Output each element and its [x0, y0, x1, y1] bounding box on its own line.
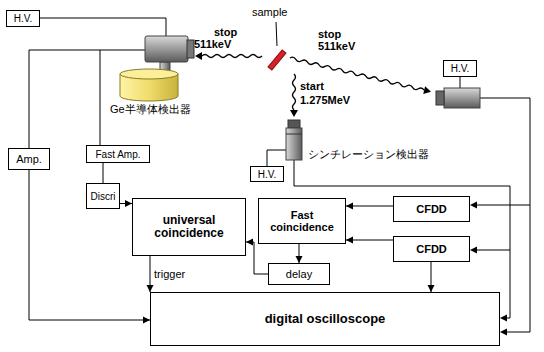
signal-connector: [120, 200, 132, 207]
wires: [29, 18, 530, 332]
box-label: H.V.: [258, 169, 277, 180]
gamma-ray: [290, 74, 298, 117]
ge-fast-wire: [100, 50, 101, 145]
wave: [290, 57, 425, 92]
box-label: Amp.: [16, 153, 42, 165]
detector-body: [444, 88, 480, 108]
gamma-ray: [289, 54, 432, 96]
connector-line: [346, 206, 393, 207]
arrowhead: [195, 52, 202, 60]
box-label: H.V.: [451, 63, 470, 74]
edge-label: trigger: [154, 268, 185, 281]
arrowhead: [143, 317, 150, 324]
wave: [202, 55, 262, 58]
signal-connector: [296, 244, 303, 263]
annotation-label: sample: [252, 6, 287, 19]
scint-branch-wire: [476, 250, 510, 251]
amplifier-box: Fast Amp.: [86, 145, 150, 163]
box-label: delay: [286, 268, 312, 280]
signal-connector: [346, 237, 393, 244]
connector-line: [346, 240, 393, 241]
ge-detector: [120, 36, 194, 101]
leader-line: [276, 22, 277, 46]
arrowhead: [246, 239, 253, 246]
box-label: universal coincidence: [133, 214, 245, 240]
ge-window: [187, 40, 194, 58]
wave: [293, 74, 296, 110]
arrowhead: [428, 285, 435, 292]
box-label: digital oscilloscope: [265, 312, 386, 326]
signal-connector: [428, 262, 435, 292]
arrowhead: [346, 203, 353, 210]
annotation-label: 1.275MeV: [300, 94, 350, 107]
hv-wire: [40, 18, 166, 36]
sample-plate: [268, 50, 286, 70]
amplifier-box: Amp.: [8, 148, 50, 170]
arrowhead: [470, 247, 477, 254]
arrowhead: [500, 329, 507, 336]
annotation-label: シンチレーション検出器: [308, 148, 429, 161]
annotation-label: Ge半導体検出器: [110, 103, 191, 116]
arrowhead: [423, 86, 432, 95]
arrowhead: [470, 202, 477, 209]
power-supply-box: H.V.: [250, 166, 284, 182]
annotation-label: stop: [318, 28, 341, 41]
annotation-label: 511keV: [194, 38, 231, 51]
connector-line: [246, 242, 268, 274]
cfdd-box: CFDD: [393, 196, 470, 222]
connector-line: [103, 163, 104, 183]
box-label: Fast Amp.: [95, 149, 140, 160]
coincidence-box: Fast coincidence: [258, 198, 346, 244]
annotation-label: start: [300, 80, 324, 93]
arrowhead: [296, 256, 303, 263]
signal-connector: [147, 256, 154, 292]
delay-box: delay: [268, 263, 330, 285]
scintillation-detector: [436, 88, 480, 108]
ge-head: [145, 36, 188, 62]
arrowhead: [500, 315, 507, 322]
scintillation-detector: [286, 120, 302, 160]
hv-wire: [267, 150, 286, 166]
scint-branch-wire: [476, 205, 530, 206]
detector-face: [436, 91, 444, 105]
detector-band: [286, 134, 302, 135]
box-label: Fast coincidence: [259, 209, 345, 233]
signal-connector: [103, 163, 104, 183]
annotation-label: 511keV: [318, 40, 355, 53]
arrowhead: [125, 200, 132, 207]
oscilloscope-box: digital oscilloscope: [150, 292, 500, 346]
box-label: H.V.: [14, 13, 33, 24]
arrowhead: [290, 110, 298, 117]
power-supply-box: H.V.: [6, 10, 40, 27]
hv-wire: [460, 77, 461, 88]
power-supply-box: H.V.: [443, 60, 477, 77]
discriminator-box: Discri: [86, 183, 120, 209]
signal-connector: [346, 203, 393, 210]
ge-dewar-top: [120, 69, 178, 79]
gamma-ray: [195, 52, 262, 60]
arrowhead: [147, 285, 154, 292]
coincidence-box: universal coincidence: [132, 198, 246, 256]
box-label: Discri: [91, 191, 116, 202]
detector-face: [288, 120, 300, 128]
arrowhead: [346, 237, 353, 244]
cfdd-box: CFDD: [393, 236, 470, 262]
box-label: CFDD: [416, 243, 447, 255]
detector-body: [286, 128, 302, 160]
box-label: CFDD: [416, 203, 447, 215]
annotation-label: stop: [214, 26, 237, 39]
